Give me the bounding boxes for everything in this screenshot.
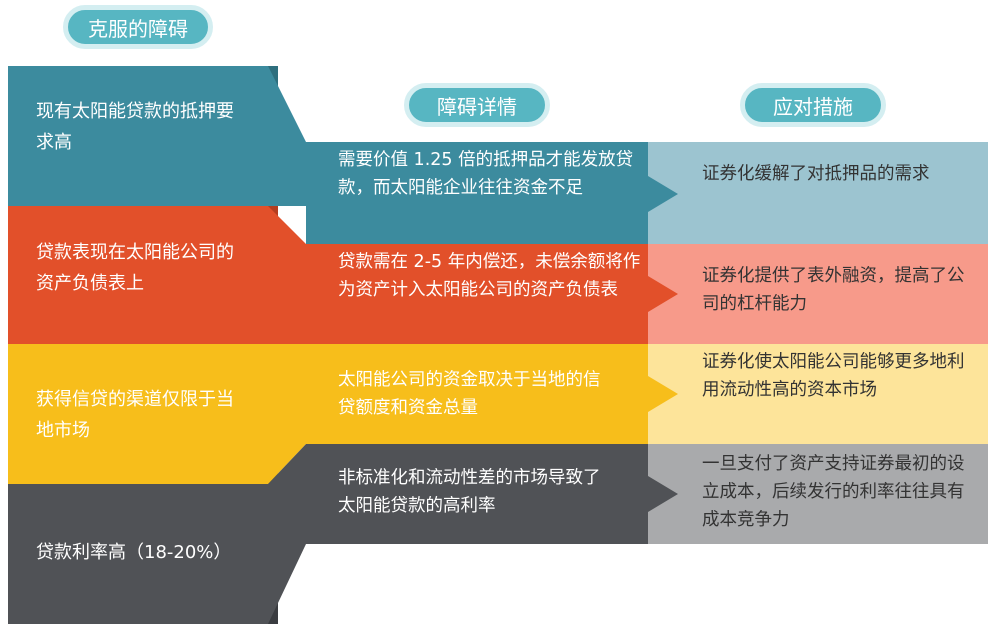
arrow-icon-3 — [648, 376, 678, 412]
measures-header: 应对措施 — [740, 83, 886, 127]
detail-box-3 — [306, 344, 648, 444]
arrow-icon-2 — [648, 276, 678, 312]
detail-box-2 — [306, 244, 648, 344]
barrier-band-2 — [8, 206, 268, 344]
arrow-icon-1 — [648, 176, 678, 212]
detail-box-1 — [306, 142, 648, 244]
wedge-1 — [268, 66, 306, 206]
detail-box-4 — [306, 444, 648, 544]
wedge-4 — [268, 444, 306, 624]
arrow-icon-4 — [648, 476, 678, 512]
measure-box-3 — [648, 344, 988, 444]
details-header: 障碍详情 — [404, 83, 550, 127]
barrier-text-3: 获得信贷的渠道仅限于当地市场 — [36, 389, 234, 441]
measure-text-2: 证券化提供了表外融资，提高了公司的杠杆能力 — [702, 266, 965, 314]
measure-text-3: 证券化使太阳能公司能够更多地利用流动性高的资本市场 — [702, 352, 965, 400]
barrier-text-2: 贷款表现在太阳能公司的资产负债表上 — [36, 242, 234, 294]
detail-text-4: 非标准化和流动性差的市场导致了太阳能贷款的高利率 — [338, 468, 601, 516]
measure-text-4: 一旦支付了资产支持证券最初的设立成本，后续发行的利率往往具有成本竞争力 — [702, 454, 965, 530]
overcome-header: 克服的障碍 — [63, 5, 213, 49]
detail-text-2: 贷款需在 2-5 年内偿还，未偿余额将作为资产计入太阳能公司的资产负债表 — [338, 252, 641, 300]
wedge-3 — [268, 344, 306, 484]
barrier-text-4: 贷款利率高（18-20%） — [36, 542, 232, 563]
measure-box-4 — [648, 444, 988, 544]
barrier-band-1 — [8, 66, 268, 206]
barrier-text-1: 现有太阳能贷款的抵押要求高 — [36, 101, 234, 153]
measure-box-2 — [648, 244, 988, 344]
measure-text-1: 证券化缓解了对抵押品的需求 — [702, 164, 930, 184]
barrier-band-3 — [8, 344, 268, 484]
wedge-2 — [268, 206, 306, 344]
barrier-band-4 — [8, 484, 268, 624]
detail-text-3: 太阳能公司的资金取决于当地的信贷额度和资金总量 — [338, 370, 601, 418]
measure-box-1 — [648, 142, 988, 244]
detail-text-1: 需要价值 1.25 倍的抵押品才能发放贷款，而太阳能企业往往资金不足 — [338, 150, 634, 198]
